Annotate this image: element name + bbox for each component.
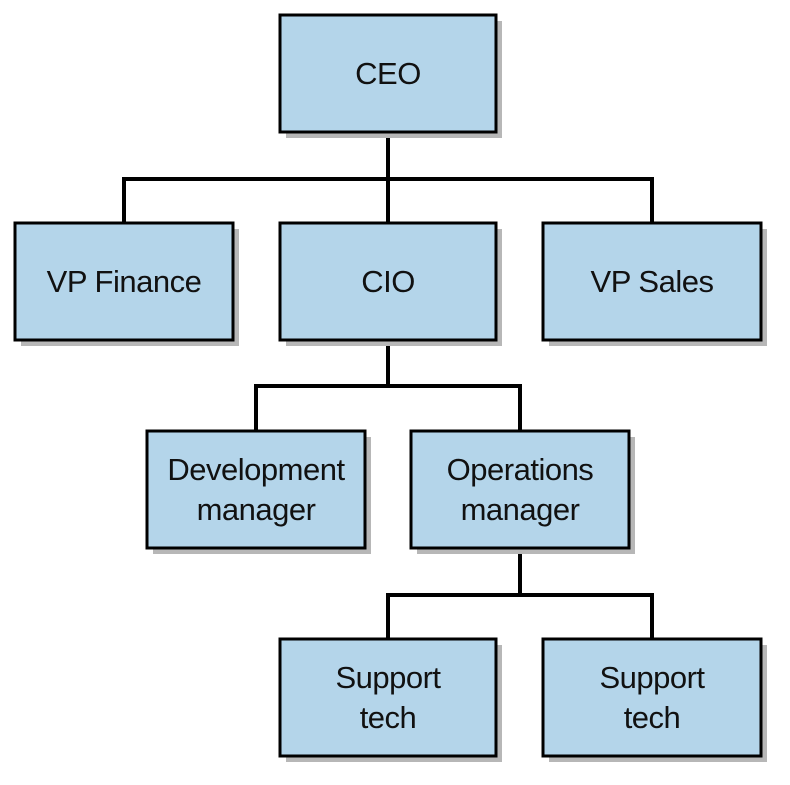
node-operations-manager: Operations manager [409, 429, 635, 554]
node-label-line: CEO [355, 56, 421, 91]
node-box [278, 637, 498, 758]
node-label-line: tech [360, 700, 417, 735]
node-box [409, 429, 631, 550]
node-label-line: manager [197, 492, 316, 527]
node-label-line: Operations [447, 452, 594, 487]
node-development-manager: Development manager [145, 429, 371, 554]
connectors [122, 130, 654, 641]
node-cio: CIO [278, 221, 502, 346]
node-label-line: manager [461, 492, 580, 527]
node-label-line: Development [167, 452, 345, 487]
node-label-line: VP Finance [47, 264, 202, 299]
node-label-line: CIO [361, 264, 415, 299]
node-label-line: Support [335, 660, 441, 695]
node-vp-sales: VP Sales [541, 221, 767, 346]
node-box [145, 429, 367, 550]
node-box [541, 221, 763, 342]
node-box [278, 221, 498, 342]
node-box [13, 221, 235, 342]
node-ceo: CEO [278, 13, 502, 138]
node-label-line: tech [624, 700, 681, 735]
node-vp-finance: VP Finance [13, 221, 239, 346]
node-box [278, 13, 498, 134]
node-support-tech-1: Support tech [278, 637, 502, 762]
node-support-tech-2: Support tech [541, 637, 767, 762]
node-label-line: VP Sales [591, 264, 714, 299]
node-box [541, 637, 763, 758]
node-label-line: Support [599, 660, 705, 695]
